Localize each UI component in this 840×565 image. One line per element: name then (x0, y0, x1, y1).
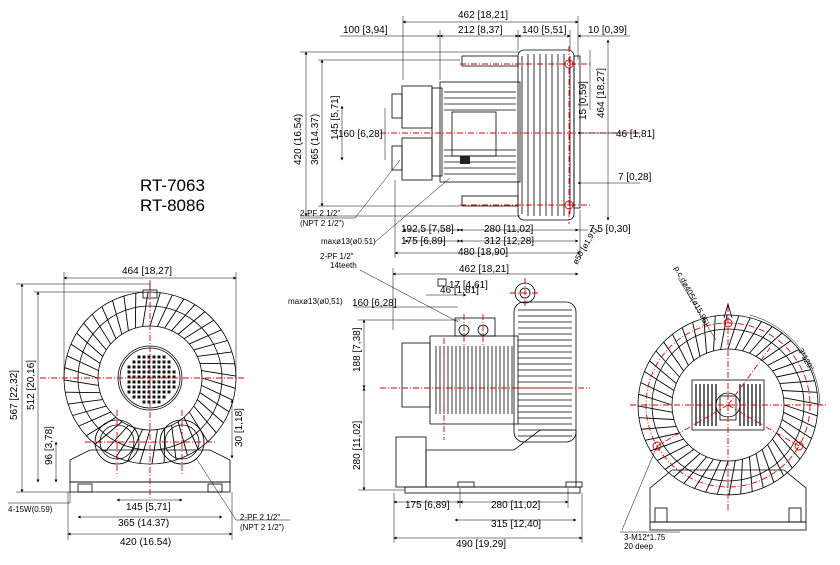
note-pf-top: 2-PF 2 1/2" (300, 209, 340, 218)
dim-right-464: 464 [18,27] (596, 68, 607, 118)
front-dim-567: 567 [22,32] (9, 370, 20, 420)
side-blower-fins (518, 309, 572, 437)
model-label-1: RT-7063 (140, 176, 205, 195)
dim-bot-312: 312 [12,28] (484, 236, 534, 247)
dim-bot-192: 192,5 [7,58] (401, 224, 454, 235)
dim-bot-280: 280 [11,02] (484, 224, 534, 235)
side-dim-280-v: 280 [11,02] (352, 420, 363, 470)
front-dim-512: 512 [20,16] (26, 360, 37, 410)
model-labels: RT-7063 RT-8086 (140, 176, 205, 215)
front-note-npt: (NPT 2 1/2") (240, 523, 284, 532)
side-note-max13: maxø13(ø0,51) (288, 297, 343, 306)
side-view: 462 [18,21] 17 [4,61] 46 [1,81] 160 [6,2… (288, 226, 599, 550)
side-motor-fins (435, 346, 513, 414)
front-dim-30: 30 [1,18] (234, 408, 245, 447)
rear-note-m12: 3-M12*1.75 (624, 533, 666, 542)
side-note-teeth: 14teeth (330, 261, 357, 270)
dim-left-160: 160 [6,28] (338, 129, 383, 140)
side-dim-175: 175 [6,89] (405, 500, 450, 511)
front-dim-464: 464 [18,27] (122, 266, 172, 277)
side-dim-188: 188 [7,38] (352, 327, 363, 372)
side-note-phi50: ø50 [ø1,97] (571, 226, 599, 266)
dim-top-140: 140 [5,51] (522, 25, 567, 36)
dim-top-10: 10 [0,39] (588, 25, 627, 36)
side-dim-462: 462 [18,21] (459, 264, 509, 275)
rear-pcd: p.c.dø405(ø15.95) (672, 265, 711, 328)
dim-bot-175: 175 [6,89] (401, 236, 446, 247)
dim-top-100: 100 [3,94] (343, 25, 388, 36)
blower-fins-top (521, 54, 571, 216)
rear-view: p.c.dø405(ø15.95) 3*120° 3-M12*1.75 20 d… (620, 265, 826, 551)
front-dim-365: 365 (14.37) (118, 518, 169, 529)
side-dim-280: 280 [11,02] (491, 500, 541, 511)
side-dim-160: 160 [6,28] (352, 298, 397, 309)
front-dim-420: 420 (16.54) (120, 537, 171, 548)
side-dim-490: 490 [19,29] (456, 539, 506, 550)
side-dim-46: 46 [1,81] (440, 285, 479, 296)
front-view: 464 [18,27] 567 [22,32] 512 [20,16] 96 [… (8, 266, 290, 548)
dim-top-462: 462 [18,21] (458, 10, 508, 21)
dim-left-145: 145 [5,71] (330, 95, 341, 140)
front-dim-96: 96 [3,78] (44, 426, 55, 465)
dim-right-7: 7 [0,28] (618, 172, 652, 183)
dim-bot-480: 480 [18,90] (458, 247, 508, 258)
front-dim-145: 145 [5,71] (126, 502, 171, 513)
dim-left-365: 365 (14.37) (310, 114, 321, 165)
top-view: 462 [18,21] 100 [3,94] 212 [8,37] 140 [5… (293, 10, 655, 258)
fan-grille (127, 355, 176, 404)
side-note-pf: 2-PF 1/2" (320, 252, 354, 261)
side-dim-17: 17 [4,61] (449, 280, 488, 291)
rear-note-deep: 20 deep (624, 542, 653, 551)
dim-right-46: 46 [1,81] (616, 129, 655, 140)
dim-right-15: 15 [0,59] (578, 81, 589, 120)
front-note-pf: 2-PF 2 1/2" (240, 513, 280, 522)
note-max13-top: maxø13(ø0.51) (321, 237, 376, 246)
dim-left-420: 420 (16.54) (293, 114, 304, 165)
rear-angle: 3*120° (796, 347, 815, 373)
side-dim-315: 315 [12,40] (491, 519, 541, 530)
model-label-2: RT-8086 (140, 196, 205, 215)
rear-fins (637, 314, 819, 496)
dim-bot-7-5: 7,5 [0,30] (589, 224, 631, 235)
front-slot-note: 4-15W(0.59) (8, 505, 53, 514)
front-fins (63, 291, 237, 465)
dim-top-212: 212 [8,37] (458, 25, 503, 36)
note-npt-top: (NPT 2 1/2") (300, 219, 344, 228)
